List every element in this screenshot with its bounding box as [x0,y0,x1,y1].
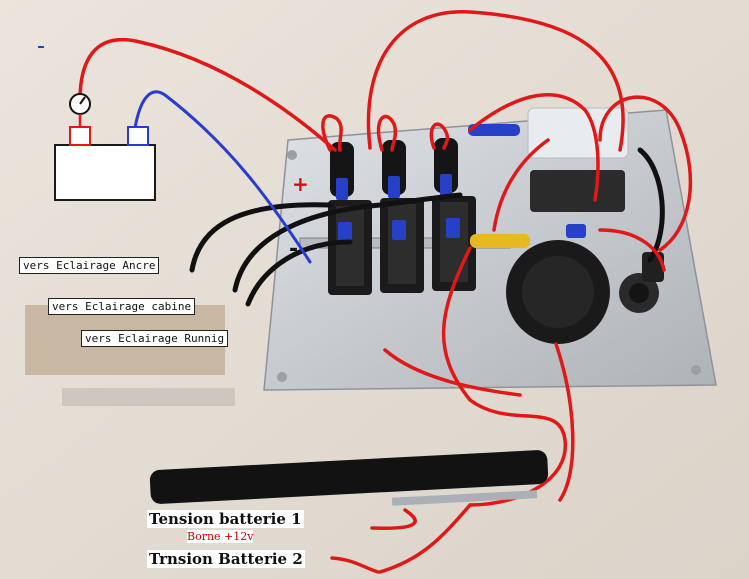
gauge-icon [69,93,91,127]
blue-wires [133,90,312,264]
plus-mark: + [292,172,309,196]
clear-housing [527,107,629,159]
switch-icon [432,196,476,291]
label-tension-2: Trnsion Batterie 2 [147,550,305,568]
label-ancre: vers Eclairage Ancre [19,257,160,274]
socket-icon [506,240,659,344]
label-running: vers Eclairage Runnig [81,330,229,347]
switch-icon [380,198,424,293]
toggle-block [530,170,625,212]
pen-icon [149,450,549,506]
blur-strip [62,388,235,406]
battery-icon [54,126,156,201]
label-borne: Borne +12v [187,530,254,543]
panel-screw [277,372,287,382]
label-cabine: vers Eclairage cabine [48,298,196,315]
panel-screw [691,365,701,375]
panel-screw [287,150,297,160]
minus-mark: - [289,237,298,262]
black-wires [189,147,665,307]
label-tension-1: Tension batterie 1 [147,510,304,528]
yellow-connector [470,234,530,248]
red-wires [78,10,693,574]
